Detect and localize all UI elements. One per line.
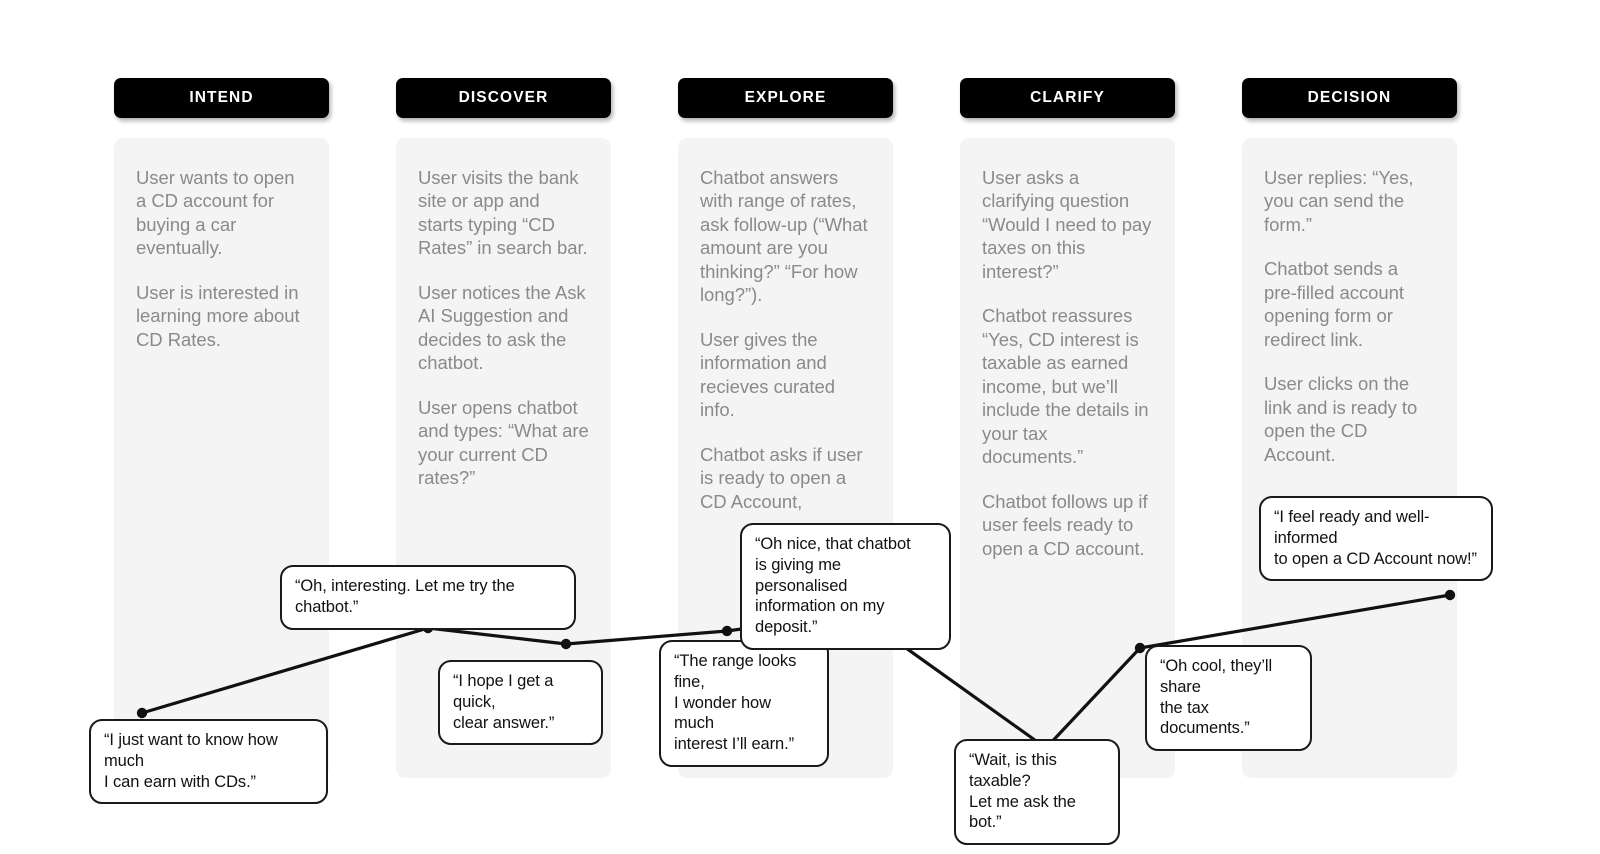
stage-header-label: CLARIFY: [1030, 89, 1105, 107]
stage-paragraph: Chatbot asks if user is ready to open a …: [700, 443, 863, 512]
stage-column-clarify: CLARIFY User asks a clarifying question …: [960, 78, 1175, 778]
quote-callout-4: “The range looks fine, I wonder how much…: [659, 640, 829, 767]
quote-callout-8: “I feel ready and well-informed to open …: [1259, 496, 1493, 582]
stage-paragraph: Chatbot answers with range of rates, ask…: [700, 167, 868, 306]
stage-panel-clarify: User asks a clarifying question “Would I…: [960, 138, 1175, 778]
stage-paragraph: User gives the information and recieves …: [700, 328, 835, 421]
stage-header-explore: EXPLORE: [678, 78, 893, 118]
stage-paragraph: Chatbot sends a pre-filled account openi…: [1264, 258, 1404, 350]
stage-header-decision: DECISION: [1242, 78, 1457, 118]
stage-paragraph: Chatbot reassures “Yes, CD interest is t…: [982, 305, 1149, 468]
stage-paragraph: User clicks on the link and is ready to …: [1264, 373, 1418, 465]
stage-panel-intend: User wants to open a CD account for buyi…: [114, 138, 329, 778]
quote-callout-6: “Wait, is this taxable? Let me ask the b…: [954, 739, 1120, 846]
stage-column-discover: DISCOVER User visits the bank site or ap…: [396, 78, 611, 778]
stage-header-label: DISCOVER: [458, 89, 549, 107]
stage-header-clarify: CLARIFY: [960, 78, 1175, 118]
quote-callout-3: “I hope I get a quick, clear answer.”: [438, 660, 603, 746]
stage-header-label: DECISION: [1307, 89, 1392, 107]
quote-callout-1: “I just want to know how much I can earn…: [89, 719, 328, 805]
stage-paragraph: User visits the bank site or app and sta…: [418, 167, 588, 259]
quote-callout-5: “Oh nice, that chatbot is giving me pers…: [740, 523, 951, 650]
stage-paragraph: Chatbot follows up if user feels ready t…: [982, 490, 1148, 559]
stage-paragraph: User replies: “Yes, you can send the for…: [1264, 167, 1414, 235]
quote-callout-2: “Oh, interesting. Let me try the chatbot…: [280, 565, 576, 630]
stage-paragraph: User opens chatbot and types: “What are …: [418, 396, 589, 489]
stage-paragraph: User is interested in learning more abou…: [136, 281, 300, 350]
stage-paragraph: User asks a clarifying question “Would I…: [982, 167, 1152, 282]
stage-paragraph: User notices the Ask AI Suggestion and d…: [418, 281, 586, 374]
stage-column-explore: EXPLORE Chatbot answers with range of ra…: [678, 78, 893, 778]
stage-header-label: EXPLORE: [744, 89, 827, 107]
stage-paragraph: User wants to open a CD account for buyi…: [136, 167, 295, 259]
stage-header-discover: DISCOVER: [396, 78, 611, 118]
stage-column-intend: INTEND User wants to open a CD account f…: [114, 78, 329, 778]
stage-header-label: INTEND: [189, 89, 254, 107]
stage-column-decision: DECISION User replies: “Yes, you can sen…: [1242, 78, 1457, 778]
stage-header-intend: INTEND: [114, 78, 329, 118]
quote-callout-7: “Oh cool, they’ll share the tax document…: [1145, 645, 1312, 752]
